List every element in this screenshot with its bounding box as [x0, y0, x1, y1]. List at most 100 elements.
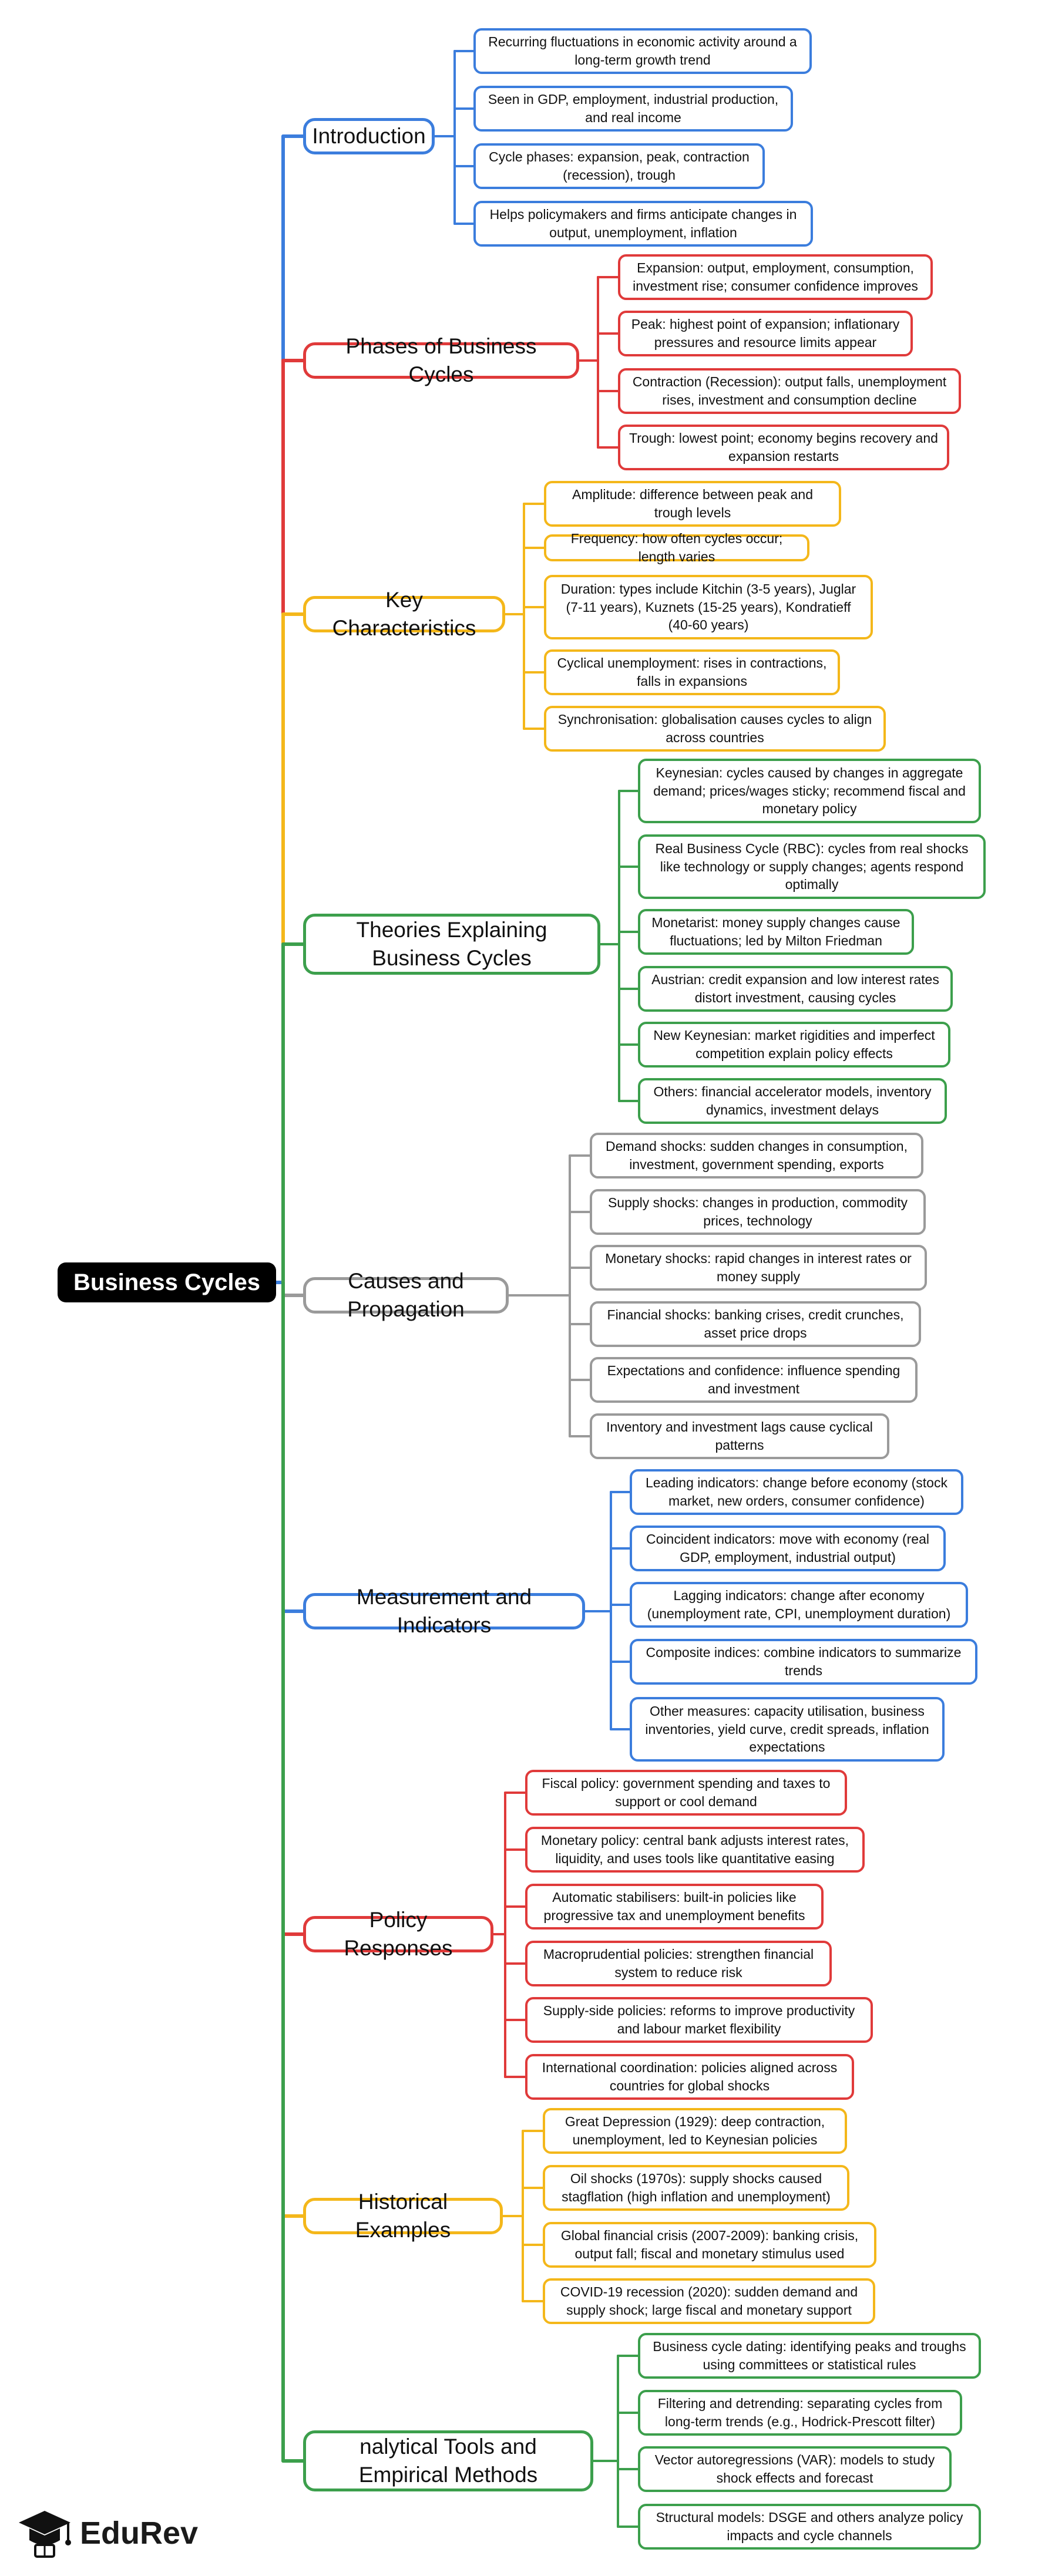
leaf-node: Inventory and investment lags cause cycl…	[590, 1413, 889, 1459]
leaf-node: Leading indicators: change before econom…	[630, 1469, 963, 1515]
leaf-text: Recurring fluctuations in economic activ…	[488, 34, 797, 68]
leaf-text: Contraction (Recession): output falls, u…	[632, 374, 947, 408]
leaf-node: Duration: types include Kitchin (3-5 yea…	[544, 575, 873, 639]
leaf-text: International coordination: policies ali…	[542, 2060, 838, 2093]
leaf-node: COVID-19 recession (2020): sudden demand…	[543, 2278, 875, 2324]
branch-label: Theories Explaining Business Cycles	[356, 917, 547, 970]
leaf-text: Fiscal policy: government spending and t…	[542, 1776, 831, 1809]
leaf-text: Synchronisation: globalisation causes cy…	[557, 712, 872, 745]
leaf-node: Financial shocks: banking crises, credit…	[590, 1301, 921, 1347]
leaf-node: Cyclical unemployment: rises in contract…	[544, 649, 840, 695]
branch-historical-examples: Historical Examples	[303, 2190, 503, 2242]
leaf-node: Contraction (Recession): output falls, u…	[618, 368, 961, 414]
branch-causes-and-propagation: Causes and Propagation	[303, 1269, 509, 1321]
leaf-text: Cyclical unemployment: rises in contract…	[557, 655, 827, 689]
root-label: Business Cycles	[73, 1269, 260, 1295]
leaf-node: Automatic stabilisers: built-in policies…	[525, 1884, 824, 1930]
leaf-text: Demand shocks: sudden changes in consump…	[606, 1139, 908, 1172]
leaf-node: Peak: highest point of expansion; inflat…	[618, 311, 913, 356]
leaf-text: Financial shocks: banking crises, credit…	[607, 1307, 904, 1341]
leaf-node: Seen in GDP, employment, industrial prod…	[473, 86, 793, 132]
branch-theories-explaining-business-cycles: Theories Explaining Business Cycles	[303, 914, 600, 975]
branch-label: Key Characteristics	[332, 587, 476, 640]
leaf-node: Structural models: DSGE and others analy…	[638, 2504, 981, 2550]
leaf-node: Monetary shocks: rapid changes in intere…	[590, 1245, 927, 1291]
leaf-text: Real Business Cycle (RBC): cycles from r…	[655, 841, 969, 893]
leaf-text: Business cycle dating: identifying peaks…	[653, 2339, 966, 2372]
leaf-text: Helps policymakers and firms anticipate …	[489, 207, 797, 240]
leaf-text: Structural models: DSGE and others analy…	[656, 2510, 963, 2543]
leaf-node: Vector autoregressions (VAR): models to …	[638, 2446, 952, 2492]
leaf-text: COVID-19 recession (2020): sudden demand…	[560, 2284, 858, 2318]
leaf-node: Monetary policy: central bank adjusts in…	[525, 1827, 865, 1873]
branch-label: Phases of Business Cycles	[345, 334, 537, 386]
branch-label: Causes and Propagation	[347, 1268, 465, 1321]
leaf-node: New Keynesian: market rigidities and imp…	[638, 1022, 950, 1068]
leaf-text: Cycle phases: expansion, peak, contracti…	[489, 149, 750, 183]
leaf-text: Keynesian: cycles caused by changes in a…	[653, 765, 966, 817]
leaf-node: Other measures: capacity utilisation, bu…	[630, 1697, 945, 1762]
leaf-node: Global financial crisis (2007-2009): ban…	[543, 2222, 876, 2268]
logo-text: EduRev	[80, 2516, 199, 2551]
leaf-node: Lagging indicators: change after economy…	[630, 1582, 968, 1628]
leaf-node: Supply-side policies: reforms to improve…	[525, 1997, 873, 2043]
leaf-node: Others: financial accelerator models, in…	[638, 1078, 947, 1124]
leaf-text: Expectations and confidence: influence s…	[607, 1363, 900, 1396]
leaf-text: Monetary policy: central bank adjusts in…	[540, 1833, 849, 1866]
branch-key-characteristics: Key Characteristics	[303, 588, 505, 640]
leaf-node: Recurring fluctuations in economic activ…	[473, 28, 812, 74]
branch-measurement-and-indicators: Measurement and Indicators	[303, 1585, 585, 1637]
leaf-node: Coincident indicators: move with economy…	[630, 1526, 946, 1571]
leaf-node: Helps policymakers and firms anticipate …	[473, 201, 813, 247]
root-node: Business Cycles	[58, 1262, 276, 1302]
leaf-text: Amplitude: difference between peak and t…	[572, 487, 814, 520]
leaf-text: Austrian: credit expansion and low inter…	[651, 972, 939, 1005]
leaf-node: Fiscal policy: government spending and t…	[525, 1770, 847, 1816]
branch-label: Introduction	[312, 123, 426, 148]
leaf-text: Filtering and detrending: separating cyc…	[657, 2396, 943, 2429]
leaf-text: Frequency: how often cycles occur; lengt…	[570, 531, 783, 564]
leaf-node: Expectations and confidence: influence s…	[590, 1357, 918, 1403]
leaf-text: Macroprudential policies: strengthen fin…	[543, 1947, 814, 1980]
leaf-text: Duration: types include Kitchin (3-5 yea…	[560, 581, 856, 633]
leaf-text: Global financial crisis (2007-2009): ban…	[560, 2228, 859, 2261]
leaf-text: Others: financial accelerator models, in…	[653, 1084, 932, 1117]
leaf-text: Great Depression (1929): deep contractio…	[564, 2114, 825, 2147]
leaf-node: Filtering and detrending: separating cyc…	[638, 2390, 962, 2436]
leaf-text: Leading indicators: change before econom…	[646, 1475, 947, 1508]
edurev-logo: EduRev	[18, 2508, 198, 2558]
branch-label: Measurement and Indicators	[356, 1584, 532, 1637]
leaf-text: Monetarist: money supply changes cause f…	[651, 915, 900, 948]
leaf-node: International coordination: policies ali…	[525, 2054, 854, 2100]
leaf-text: New Keynesian: market rigidities and imp…	[653, 1028, 935, 1061]
leaf-node: Supply shocks: changes in production, co…	[590, 1189, 926, 1235]
branch-policy-responses: Policy Responses	[303, 1908, 493, 1960]
leaf-text: Coincident indicators: move with economy…	[646, 1531, 929, 1565]
leaf-node: Monetarist: money supply changes cause f…	[638, 909, 914, 955]
leaf-text: Other measures: capacity utilisation, bu…	[645, 1703, 929, 1755]
leaf-node: Real Business Cycle (RBC): cycles from r…	[638, 834, 986, 899]
leaf-text: Supply-side policies: reforms to improve…	[543, 2003, 855, 2036]
branch-label: nalytical Tools and Empirical Methods	[358, 2434, 538, 2487]
leaf-text: Inventory and investment lags cause cycl…	[606, 1419, 873, 1453]
leaf-node: Great Depression (1929): deep contractio…	[543, 2108, 847, 2154]
leaf-node: Macroprudential policies: strengthen fin…	[525, 1941, 832, 1986]
leaf-node: Austrian: credit expansion and low inter…	[638, 966, 953, 1012]
leaf-text: Oil shocks (1970s): supply shocks caused…	[562, 2171, 831, 2204]
leaf-text: Automatic stabilisers: built-in policies…	[543, 1890, 805, 1923]
leaf-text: Seen in GDP, employment, industrial prod…	[488, 92, 779, 125]
branch-label: Policy Responses	[344, 1907, 453, 1960]
leaf-node: Expansion: output, employment, consumpti…	[618, 254, 933, 300]
graduation-cap-icon	[19, 2511, 71, 2558]
leaf-node: Oil shocks (1970s): supply shocks caused…	[543, 2165, 849, 2211]
leaf-text: Supply shocks: changes in production, co…	[607, 1195, 908, 1228]
branch-nalytical-tools-and-empirical-methods: nalytical Tools and Empirical Methods	[303, 2430, 593, 2491]
leaf-text: Monetary shocks: rapid changes in intere…	[605, 1251, 912, 1284]
leaf-text: Lagging indicators: change after economy…	[647, 1588, 951, 1621]
leaf-text: Trough: lowest point; economy begins rec…	[629, 430, 938, 464]
leaf-node: Keynesian: cycles caused by changes in a…	[638, 759, 981, 823]
leaf-node: Composite indices: combine indicators to…	[630, 1639, 977, 1685]
leaf-node: Frequency: how often cycles occur; lengt…	[544, 531, 809, 564]
leaf-node: Synchronisation: globalisation causes cy…	[544, 706, 886, 752]
